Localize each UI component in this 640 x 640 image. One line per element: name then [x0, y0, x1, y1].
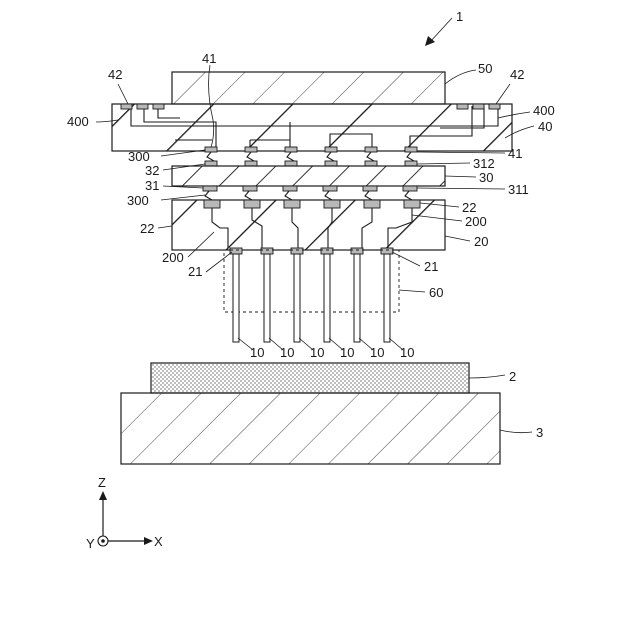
x-arrow-icon	[144, 537, 153, 545]
substrate-40	[112, 104, 512, 151]
label-10-4: 10	[340, 345, 354, 360]
axis-y-label: Y	[86, 536, 95, 551]
axes-indicator: Z Y X	[86, 475, 163, 551]
axis-z-label: Z	[98, 475, 106, 490]
label-10-2: 10	[280, 345, 294, 360]
label-10-5: 10	[370, 345, 384, 360]
label-22-left: 22	[140, 221, 154, 236]
probes-10	[233, 254, 390, 342]
z-arrow-icon	[99, 491, 107, 500]
label-10-3: 10	[310, 345, 324, 360]
label-20: 20	[474, 234, 488, 249]
label-10-6: 10	[400, 345, 414, 360]
arrow-icon	[425, 36, 435, 46]
label-60: 60	[429, 285, 443, 300]
label-41-top: 41	[202, 51, 216, 66]
label-300-lower: 300	[127, 193, 149, 208]
label-22-right: 22	[462, 200, 476, 215]
label-300-upper: 300	[128, 149, 150, 164]
region-60	[224, 250, 399, 312]
label-311: 311	[508, 182, 529, 197]
label-10-1: 10	[250, 345, 264, 360]
connectors-300-lower	[203, 186, 417, 200]
substrate-30	[172, 166, 445, 186]
label-40: 40	[538, 119, 552, 134]
substrate-20	[172, 200, 445, 250]
block-50	[172, 72, 445, 104]
label-400-left: 400	[67, 114, 89, 129]
label-1: 1	[456, 9, 463, 24]
stage-3	[121, 393, 500, 464]
label-42-left: 42	[108, 67, 122, 82]
label-31: 31	[145, 178, 159, 193]
axis-x-label: X	[154, 534, 163, 549]
wafer-2	[151, 363, 469, 393]
label-30: 30	[479, 170, 493, 185]
label-32: 32	[145, 163, 159, 178]
label-200-right: 200	[465, 214, 487, 229]
label-41-right: 41	[508, 146, 522, 161]
label-3: 3	[536, 425, 543, 440]
label-21-right: 21	[424, 259, 438, 274]
label-21-left: 21	[188, 264, 202, 279]
label-200-left: 200	[162, 250, 184, 265]
reference-1: 1	[425, 9, 463, 46]
label-2: 2	[509, 369, 516, 384]
label-400-right: 400	[533, 103, 555, 118]
label-50: 50	[478, 61, 492, 76]
label-42-right: 42	[510, 67, 524, 82]
label-312: 312	[473, 156, 495, 171]
